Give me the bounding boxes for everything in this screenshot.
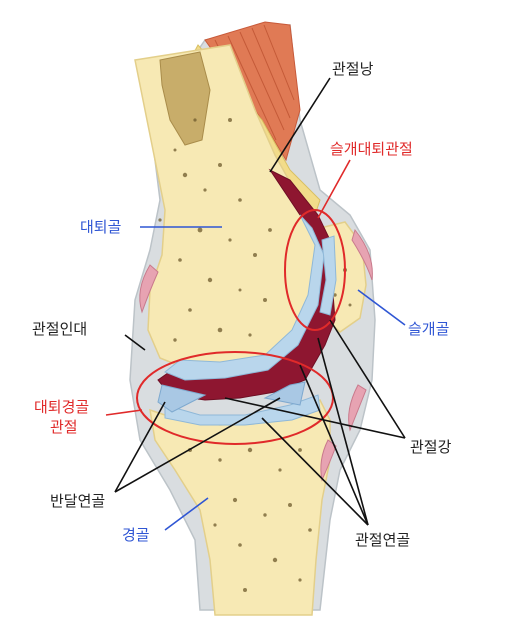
- joint-cavity-leader-b: [224, 397, 406, 439]
- joint-cavity-leader-a: [329, 319, 406, 439]
- tibia-bone: [149, 398, 331, 616]
- bone-texture: [158, 118, 352, 592]
- label-patellofemoral-joint: 슬개대퇴관절: [330, 140, 413, 158]
- joint-capsule-leader: [269, 77, 331, 173]
- articular-cartilage-leader-b: [299, 364, 369, 526]
- cruciate-ligament-leader: [124, 334, 146, 351]
- femur-cartilage: [164, 214, 325, 381]
- label-patella: 슬개골: [408, 320, 449, 338]
- meniscus-leader-b: [114, 397, 281, 493]
- patellofemoral-joint-oval: [284, 209, 346, 331]
- meniscus-left-shape: [157, 384, 207, 413]
- patella-leader: [357, 289, 406, 326]
- tibiofemoral-leader: [105, 409, 143, 416]
- label-joint-capsule: 관절낭: [332, 60, 374, 78]
- bursa-bottom: [320, 439, 337, 482]
- label-cruciate-ligament: 관절인대: [32, 320, 87, 338]
- label-femur: 대퇴골: [80, 218, 121, 236]
- label-joint-cavity: 관절강: [410, 438, 452, 456]
- articular-cartilage-leader-c: [261, 417, 369, 526]
- label-tibiofemoral-joint-line2: 관절: [50, 418, 78, 436]
- femur-marrow: [159, 51, 211, 146]
- articular-cartilage-leader-a: [317, 337, 369, 526]
- meniscus-leader-a: [114, 401, 166, 493]
- label-tibiofemoral-joint-line1: 대퇴경골: [34, 398, 89, 416]
- meniscus-right-shape: [263, 381, 306, 406]
- tibia-leader: [164, 497, 209, 531]
- patella-cartilage: [319, 235, 337, 316]
- bursa-top: [351, 228, 373, 281]
- patellofemoral-leader: [317, 159, 351, 219]
- label-meniscus: 반달연골: [50, 492, 105, 510]
- bursa-left: [139, 264, 159, 314]
- label-articular-cartilage: 관절연골: [355, 531, 410, 549]
- bursa-lower: [348, 384, 367, 432]
- tibia-cartilage: [164, 394, 321, 426]
- label-tibia: 경골: [122, 526, 150, 544]
- tibiofemoral-joint-oval: [136, 351, 334, 445]
